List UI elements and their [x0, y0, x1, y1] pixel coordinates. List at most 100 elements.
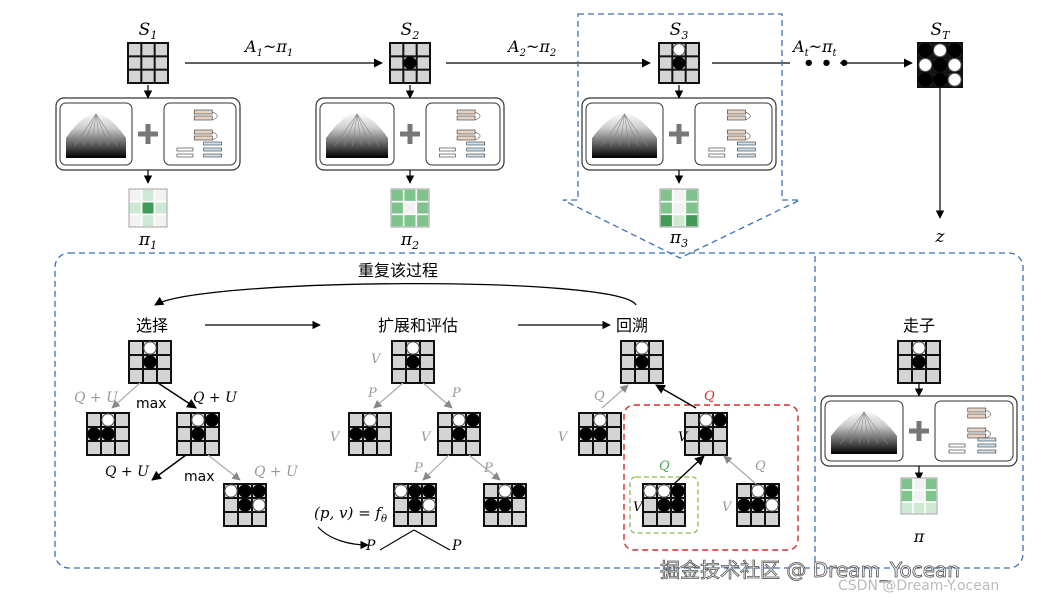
- board-cell: [88, 442, 100, 454]
- policy-cell: [417, 215, 429, 227]
- board-cell: [927, 370, 939, 382]
- board-cell: [650, 342, 662, 354]
- black-stone: [737, 498, 751, 512]
- network-block-3: [581, 97, 777, 171]
- board-cell: [393, 342, 405, 354]
- board-cell: [660, 70, 672, 82]
- board-cell: [391, 70, 403, 82]
- tree-branch: [356, 113, 371, 147]
- black-stone: [512, 484, 526, 498]
- policy-cell: [925, 490, 937, 502]
- network-block-1: [55, 97, 241, 171]
- board-cell: [513, 513, 525, 525]
- board-cell: [130, 342, 142, 354]
- head-layer: [977, 449, 997, 454]
- bk-v-left: V: [558, 430, 569, 445]
- board-cell: [417, 57, 429, 69]
- white-stone: [593, 413, 607, 427]
- white-stone: [933, 43, 947, 58]
- policy-cell: [660, 215, 672, 227]
- resnet-layer: [727, 115, 746, 121]
- board-cell: [409, 513, 421, 525]
- exp-out-left: [379, 529, 415, 551]
- board-cell: [178, 442, 190, 454]
- skip-connection: [474, 111, 481, 121]
- white-stone: [947, 58, 962, 72]
- board-cell: [130, 356, 142, 368]
- board-cell: [927, 356, 939, 368]
- head-layer: [203, 141, 222, 146]
- board-s3: [658, 42, 700, 84]
- policy-grid-play: [900, 477, 938, 515]
- board-cell: [116, 414, 128, 426]
- board-cell: [192, 442, 204, 454]
- bk-q-right: Q: [704, 389, 715, 404]
- board-cell: [467, 428, 479, 440]
- play-title: 走子: [903, 316, 935, 335]
- bk-q-rr: Q: [755, 459, 766, 474]
- board-cell: [673, 70, 685, 82]
- board-cell: [439, 442, 451, 454]
- state-label-st: ST: [931, 20, 952, 42]
- policy-cell: [901, 490, 913, 502]
- board-cell: [378, 442, 390, 454]
- board-cell: [116, 428, 128, 440]
- tree-branch: [343, 113, 358, 147]
- backup-left-board: [578, 412, 622, 456]
- bk-edge-left: [601, 384, 629, 409]
- tree-branch: [610, 113, 625, 147]
- head-layer: [203, 153, 222, 158]
- mcts-tree-icon: [831, 410, 897, 454]
- black-stone: [484, 498, 498, 512]
- board-cell: [686, 442, 698, 454]
- board-cell: [404, 44, 416, 56]
- bk-v-right: V: [678, 430, 689, 445]
- resnet-layer: [727, 129, 746, 135]
- policy-cell: [417, 189, 429, 201]
- policy-cell: [404, 202, 416, 214]
- state-label-s3: S3: [670, 20, 689, 42]
- board-cell: [660, 44, 672, 56]
- expand-right-board: [437, 412, 481, 456]
- tree-branch: [863, 411, 888, 445]
- board-cell: [407, 370, 419, 382]
- head-layer: [708, 153, 726, 158]
- resnet-layer: [967, 413, 987, 419]
- play-board: [897, 340, 941, 384]
- tree-branch: [334, 113, 358, 147]
- black-stone: [349, 427, 363, 441]
- head-layer: [737, 141, 756, 146]
- board-cell: [439, 428, 451, 440]
- policy-cell: [686, 202, 698, 214]
- policy-grid-1: [128, 188, 168, 228]
- policy-cell: [925, 502, 937, 514]
- board-cell: [350, 414, 362, 426]
- expand-sibling-board: [483, 483, 527, 527]
- state-label-s2: S2: [401, 20, 420, 42]
- plus-icon-v: [916, 421, 922, 441]
- board-cell: [608, 442, 620, 454]
- stage-expand: 扩展和评估: [378, 316, 458, 335]
- black-stone: [933, 72, 947, 87]
- watermark-main: 掘金技术社区 @ Dream_Yocean: [660, 558, 960, 582]
- policy-label-2: π2: [400, 230, 419, 252]
- backup-red-box: [623, 404, 799, 551]
- skip-connection: [212, 111, 218, 121]
- policy-cell: [901, 502, 913, 514]
- board-cell: [423, 513, 435, 525]
- policy-cell: [673, 202, 685, 214]
- network-block-2: [315, 97, 505, 171]
- stage-backup: 回溯: [616, 316, 648, 335]
- board-cell: [467, 442, 479, 454]
- policy-cell: [391, 202, 403, 214]
- exp-formula: (p, v) = fθ: [314, 504, 387, 525]
- bk-v-sibling: V: [722, 500, 733, 515]
- policy-cell: [417, 202, 429, 214]
- state-label-s1: S1: [139, 20, 158, 42]
- repeat-arrow: [154, 282, 637, 306]
- black-stone: [238, 498, 252, 512]
- s3-highlight-callout: [562, 13, 801, 259]
- mcts-tree-icon: [66, 112, 126, 158]
- board-cell: [206, 428, 218, 440]
- resnet-layer: [967, 407, 987, 413]
